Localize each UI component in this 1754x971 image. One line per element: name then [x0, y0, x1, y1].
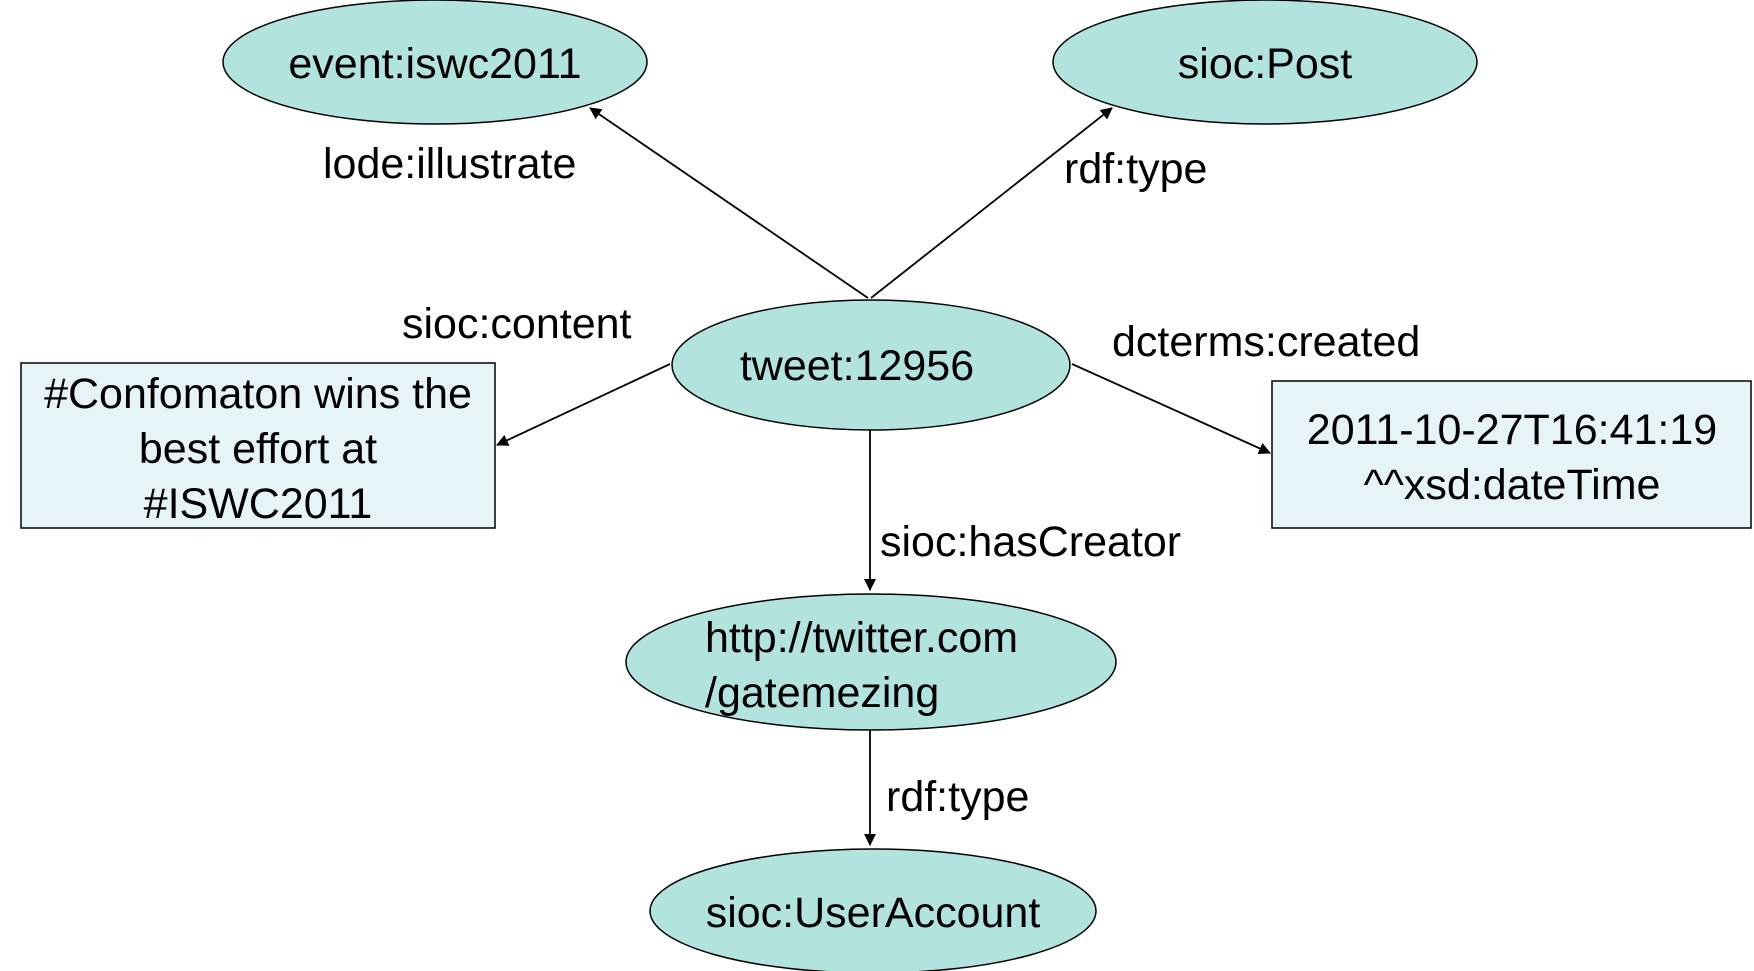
- node-date-literal-line-2: ^^xsd:dateTime: [1364, 461, 1661, 509]
- node-user-line-1: http://twitter.com: [705, 614, 1018, 662]
- node-content-literal-shape: [20, 362, 496, 529]
- node-event-shape: [222, 0, 648, 125]
- node-date-literal-line-1: 2011-10-27T16:41:19: [1307, 406, 1717, 454]
- edge-label-has-creator: sioc:hasCreator: [880, 518, 1181, 566]
- node-content-literal-line-1: #Confomaton wins the: [44, 370, 472, 418]
- edge-tweet-type-arrow: [870, 107, 1113, 299]
- edge-labels: lode:illustrate rdf:type sioc:content dc…: [323, 140, 1420, 821]
- edge-illustrate-arrow: [589, 107, 869, 299]
- node-date-literal: 2011-10-27T16:41:19 ^^xsd:dateTime: [1271, 380, 1752, 529]
- edge-label-user-type: rdf:type: [886, 773, 1029, 821]
- node-content-literal-line-3: #ISWC2011: [144, 480, 373, 528]
- node-content-literal: #Confomaton wins the best effort at #ISW…: [20, 362, 496, 529]
- node-user-account: sioc:UserAccount: [649, 848, 1097, 971]
- node-user-shape: [625, 593, 1117, 731]
- edge-content-arrow: [496, 363, 671, 446]
- edge-created-arrow: [1071, 363, 1271, 454]
- node-event-label: event:iswc2011: [288, 40, 581, 88]
- node-tweet: tweet:12956: [671, 299, 1071, 431]
- edge-label-content: sioc:content: [402, 300, 632, 348]
- node-event: event:iswc2011: [222, 0, 648, 125]
- node-post-shape: [1052, 0, 1478, 125]
- node-user: http://twitter.com /gatemezing: [625, 593, 1117, 731]
- node-tweet-label: tweet:12956: [740, 342, 974, 390]
- node-user-line-2: /gatemezing: [705, 669, 939, 717]
- edges: [496, 107, 1271, 846]
- edge-label-created: dcterms:created: [1112, 318, 1420, 366]
- edge-label-tweet-type: rdf:type: [1064, 145, 1207, 193]
- node-content-literal-line-2: best effort at: [139, 425, 377, 473]
- node-post-label: sioc:Post: [1178, 40, 1353, 88]
- node-user-account-shape: [649, 848, 1097, 971]
- node-post: sioc:Post: [1052, 0, 1478, 125]
- node-user-account-label: sioc:UserAccount: [706, 889, 1041, 937]
- node-date-literal-shape: [1271, 380, 1752, 529]
- node-tweet-shape: [671, 299, 1071, 431]
- edge-label-illustrate: lode:illustrate: [323, 140, 576, 188]
